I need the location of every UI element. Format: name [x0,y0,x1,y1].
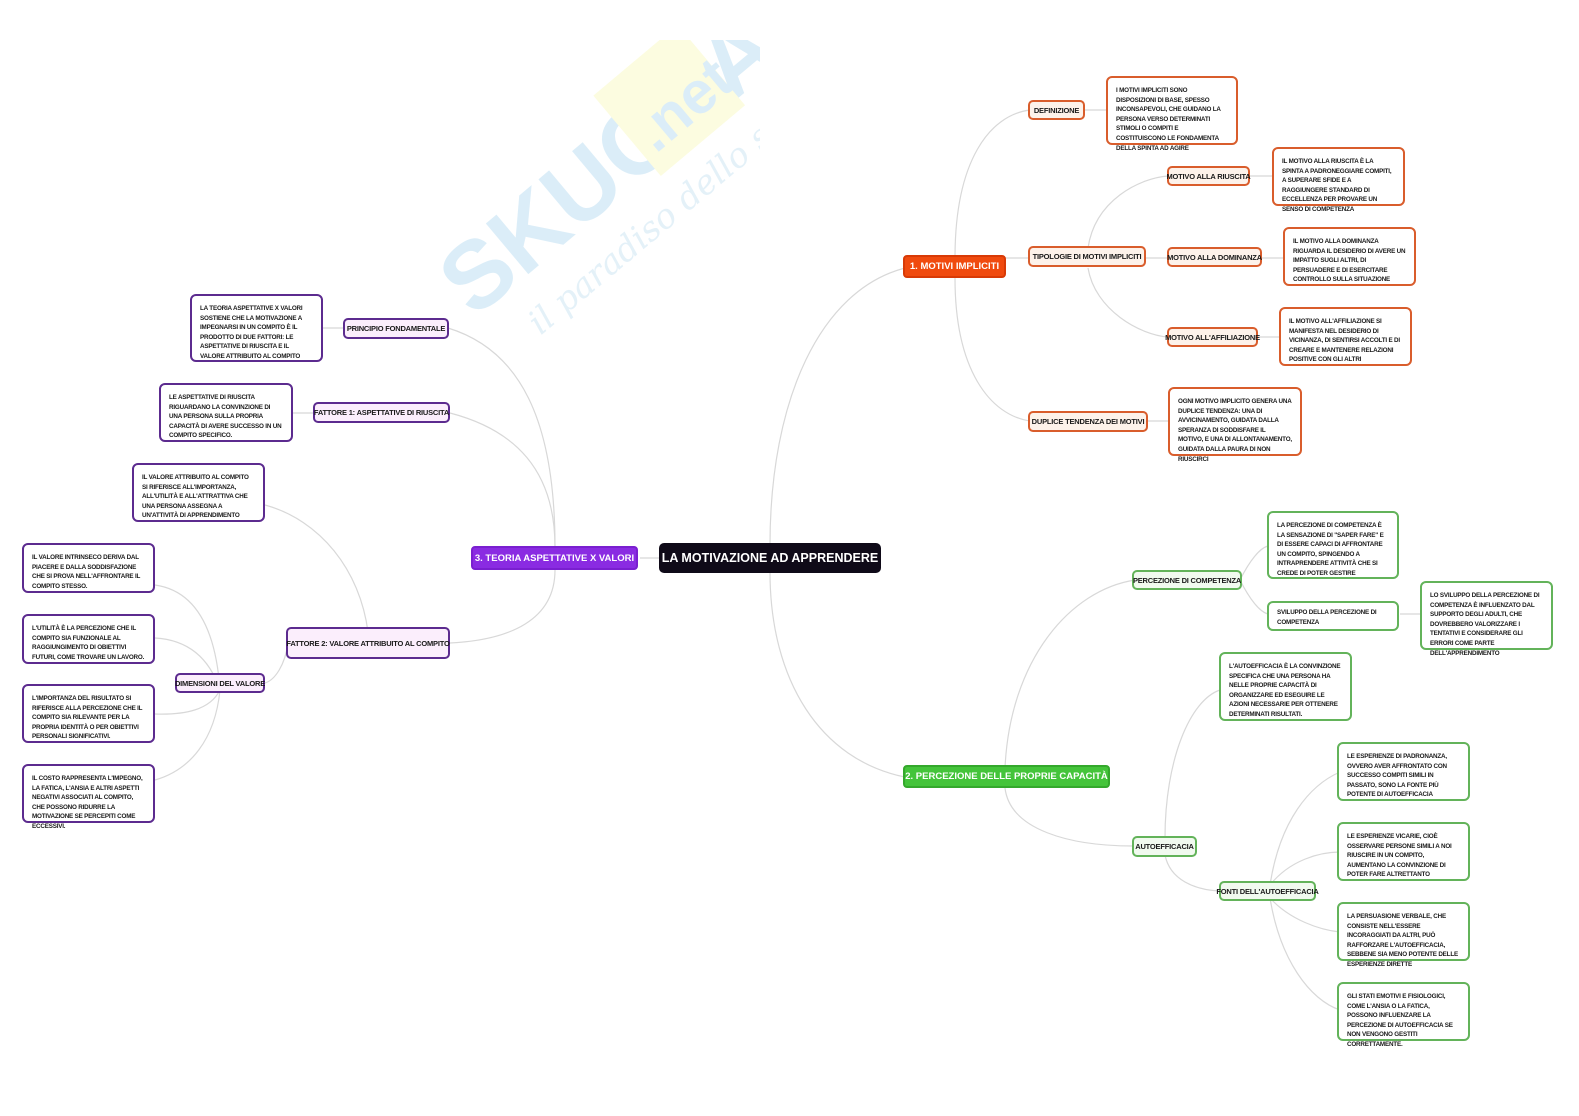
node-motivo-riuscita[interactable]: MOTIVO ALLA RIUSCITA [1166,166,1251,186]
node-sviluppo-competenza[interactable]: SVILUPPO DELLA PERCEZIONE DI COMPETENZA [1267,601,1399,631]
svg-text:SKUOLA: SKUOLA [419,40,760,335]
desc-sviluppo-competenza: LO SVILUPPO DELLA PERCEZIONE DI COMPETEN… [1420,581,1553,657]
node-autoefficacia[interactable]: AUTOEFFICACIA [1132,836,1197,857]
node-duplice-tendenza[interactable]: DUPLICE TENDENZA DEI MOTIVI [1028,411,1148,432]
desc-motivo-riuscita: IL MOTIVO ALLA RIUSCITA È LA SPINTA A PA… [1272,147,1405,213]
desc-fonte-vicarie: LE ESPERIENZE VICARIE, CIOÈ OSSERVARE PE… [1337,822,1470,881]
desc-fattore-1: LE ASPETTATIVE DI RIUSCITA RIGUARDANO LA… [159,383,293,442]
node-dimensioni-valore[interactable]: DIMENSIONI DEL VALORE [175,673,265,693]
desc-importanza-risultato: L'IMPORTANZA DEL RISULTATO SI RIFERISCE … [22,684,155,743]
desc-costo: IL COSTO RAPPRESENTA L'IMPEGNO, LA FATIC… [22,764,155,830]
node-motivo-affiliazione[interactable]: MOTIVO ALL'AFFILIAZIONE [1165,327,1260,347]
branch-percezione-capacita[interactable]: 2. PERCEZIONE DELLE PROPRIE CAPACITÀ [903,765,1110,788]
desc-fonte-stati-emotivi: GLI STATI EMOTIVI E FISIOLOGICI, COME L'… [1337,982,1470,1048]
desc-valore-intrinseco: IL VALORE INTRINSECO DERIVA DAL PIACERE … [22,543,155,593]
svg-text:.net: .net [621,44,746,164]
node-tipologie[interactable]: TIPOLOGIE DI MOTIVI IMPLICITI [1028,246,1146,267]
desc-percezione-competenza: LA PERCEZIONE DI COMPETENZA È LA SENSAZI… [1267,511,1399,579]
desc-fonte-padronanza: LE ESPERIENZE DI PADRONANZA, OVVERO AVER… [1337,742,1470,801]
desc-duplice-tendenza: OGNI MOTIVO IMPLICITO GENERA UNA DUPLICE… [1168,387,1302,463]
root-node[interactable]: LA MOTIVAZIONE AD APPRENDERE [659,543,881,573]
svg-text:il paradiso dello studente: il paradiso dello studente [520,40,760,343]
desc-principio-fondamentale: LA TEORIA ASPETTATIVE X VALORI SOSTIENE … [190,294,323,362]
skuola-watermark: SKUOLA .net il paradiso dello studente [419,40,760,343]
desc-fonte-persuasione: LA PERSUASIONE VERBALE, CHE CONSISTE NEL… [1337,902,1470,968]
desc-utilita: L'UTILITÀ È LA PERCEZIONE CHE IL COMPITO… [22,614,155,664]
desc-motivo-affiliazione: IL MOTIVO ALL'AFFILIAZIONE SI MANIFESTA … [1279,307,1412,366]
desc-fattore-2: IL VALORE ATTRIBUITO AL COMPITO SI RIFER… [132,463,265,522]
branch-teoria-aspettative[interactable]: 3. TEORIA ASPETTATIVE X VALORI [471,546,638,570]
branch-motivi-impliciti[interactable]: 1. MOTIVI IMPLICITI [903,255,1006,278]
node-fonti-autoefficacia[interactable]: FONTI DELL'AUTOEFFICACIA [1216,881,1319,901]
node-percezione-competenza[interactable]: PERCEZIONE DI COMPETENZA [1132,570,1242,590]
node-motivo-dominanza[interactable]: MOTIVO ALLA DOMINANZA [1167,247,1262,267]
node-principio-fondamentale[interactable]: PRINCIPIO FONDAMENTALE [343,318,449,339]
node-definizione[interactable]: DEFINIZIONE [1028,100,1085,120]
node-fattore-2[interactable]: FATTORE 2: VALORE ATTRIBUITO AL COMPITO [286,627,450,659]
desc-autoefficacia: L'AUTOEFFICACIA È LA CONVINZIONE SPECIFI… [1219,652,1352,721]
node-fattore-1[interactable]: FATTORE 1: ASPETTATIVE DI RIUSCITA [313,402,450,423]
desc-motivo-dominanza: IL MOTIVO ALLA DOMINANZA RIGUARDA IL DES… [1283,227,1416,286]
desc-definizione: I MOTIVI IMPLICITI SONO DISPOSIZIONI DI … [1106,76,1238,152]
